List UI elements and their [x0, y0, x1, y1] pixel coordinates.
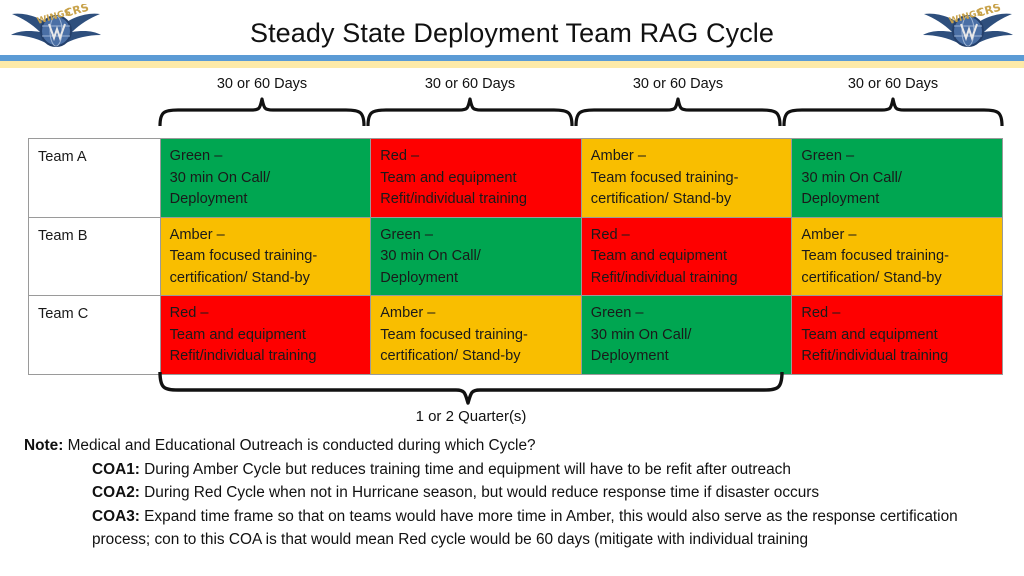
rag-cell-line: Team and equipment: [169, 326, 306, 343]
cycle-brace-2: [364, 96, 576, 128]
note-row-main: Note: Medical and Educational Outreach i…: [24, 434, 1004, 458]
notes-section: Note: Medical and Educational Outreach i…: [24, 434, 1004, 552]
rag-cell-line: certification/ Stand-by: [590, 191, 732, 207]
cycle-brace-1: [156, 96, 368, 128]
rag-cell-line: Green –: [590, 305, 644, 321]
rag-cell-line: 30 min On Call/: [801, 169, 902, 186]
rag-cell-line: Amber –: [380, 305, 436, 321]
rag-cell-line: Deployment: [380, 269, 459, 286]
rag-cell-green: Green – 30 min On Call/Deployment: [159, 138, 372, 218]
page-title: Steady State Deployment Team RAG Cycle: [249, 18, 775, 48]
rag-cell-line: Team focused training-: [801, 248, 950, 264]
rag-cell-line: Amber –: [590, 148, 646, 164]
rag-cell-line: Team focused training-: [169, 248, 318, 264]
rag-cell-line: Deployment: [169, 191, 248, 207]
rag-cell-line: Team focused training-: [380, 326, 528, 343]
cycle-label-4: 30 or 60 Days: [847, 76, 939, 92]
rag-cell-line: 30 min On Call/: [169, 169, 271, 186]
coa2-label: COA2:: [92, 484, 145, 501]
rag-cell-amber: Amber – Team focused training-certificati…: [370, 295, 582, 375]
table-row: Team A Green – 30 min On Call/Deployment Re…: [28, 138, 1003, 218]
rag-cell-line: Refit/individual training: [380, 191, 528, 207]
header-divider-cream: [0, 61, 1024, 68]
rag-cell-line: Team and equipment: [380, 169, 517, 186]
rag-cell-green: Green – 30 min On Call/Deployment: [370, 216, 582, 296]
coa3-text: Expand time frame so that on teams would…: [92, 507, 958, 549]
coa3-label: COA3:: [92, 507, 145, 525]
rag-cell-line: Team and equipment: [801, 326, 938, 343]
rag-cell-amber: Amber – Team focused training-certificati…: [791, 216, 1003, 296]
rag-cell-line: Red –: [801, 305, 841, 321]
team-label-cell: Team C: [28, 295, 161, 375]
rag-cell-line: Green –: [380, 226, 433, 243]
rag-cell-line: Deployment: [801, 191, 880, 207]
rag-cell-line: Red –: [380, 148, 420, 164]
winged-globe-logo-right: WINGS CRS: [920, 1, 1016, 54]
coa2-text: During Red Cycle when not in Hurricane s…: [144, 484, 820, 501]
rag-cell-green: Green – 30 min On Call/Deployment: [791, 138, 1003, 218]
header-divider-blue: [0, 55, 1024, 61]
rag-cell-line: Red –: [590, 226, 630, 243]
rag-cell-line: Deployment: [590, 348, 669, 364]
rag-cell-line: Team and equipment: [590, 248, 728, 264]
winged-globe-logo-left: WINGS CRS: [8, 1, 104, 54]
note-row-coa1: COA1: During Amber Cycle but reduces tra…: [24, 458, 1004, 482]
rag-cell-line: Refit/individual training: [169, 348, 317, 364]
rag-cell-line: certification/ Stand-by: [169, 269, 310, 286]
quarter-label: 1 or 2 Quarter(s): [415, 408, 527, 425]
cycle-brace-3: [572, 96, 784, 128]
cycle-label-2: 30 or 60 Days: [424, 76, 516, 92]
rag-cell-line: Refit/individual training: [801, 348, 949, 364]
rag-cell-line: Amber –: [801, 226, 857, 243]
rag-cell-line: Refit/individual training: [590, 269, 738, 286]
note-row-coa3: COA3: Expand time frame so that on teams…: [24, 505, 1004, 552]
rag-cell-line: Green –: [801, 148, 855, 164]
cycle-label-1: 30 or 60 Days: [216, 76, 308, 92]
rag-cell-line: 30 min On Call/: [380, 248, 481, 264]
rag-cell-line: Green –: [169, 148, 223, 164]
rag-cell-amber: Amber – Team focused training-certificati…: [580, 138, 793, 218]
rag-cell-amber: Amber – Team focused training-certificati…: [159, 216, 372, 296]
quarter-brace: [156, 370, 786, 406]
cycle-label-3: 30 or 60 Days: [632, 76, 724, 92]
table-row: Team B Amber – Team focused training-certi…: [28, 216, 1003, 296]
rag-cell-line: Amber –: [169, 226, 225, 243]
rag-cell-line: Team focused training-: [590, 169, 739, 186]
coa1-label: COA1:: [92, 460, 145, 478]
rag-cell-line: 30 min On Call/: [590, 326, 692, 343]
coa1-text: During Amber Cycle but reduces training …: [144, 460, 791, 478]
rag-cell-green: Green – 30 min On Call/Deployment: [580, 295, 793, 375]
rag-cell-line: certification/ Stand-by: [380, 348, 521, 364]
rag-cell-line: Red –: [169, 305, 209, 321]
note-label: Note:: [24, 437, 68, 454]
cycle-brace-4: [780, 96, 1006, 128]
rag-cell-line: certification/ Stand-by: [801, 269, 942, 286]
note-text: Medical and Educational Outreach is cond…: [67, 437, 536, 454]
note-row-coa2: COA2: During Red Cycle when not in Hurri…: [24, 481, 1004, 505]
team-label-cell: Team B: [28, 216, 161, 296]
team-label-cell: Team A: [28, 138, 161, 218]
